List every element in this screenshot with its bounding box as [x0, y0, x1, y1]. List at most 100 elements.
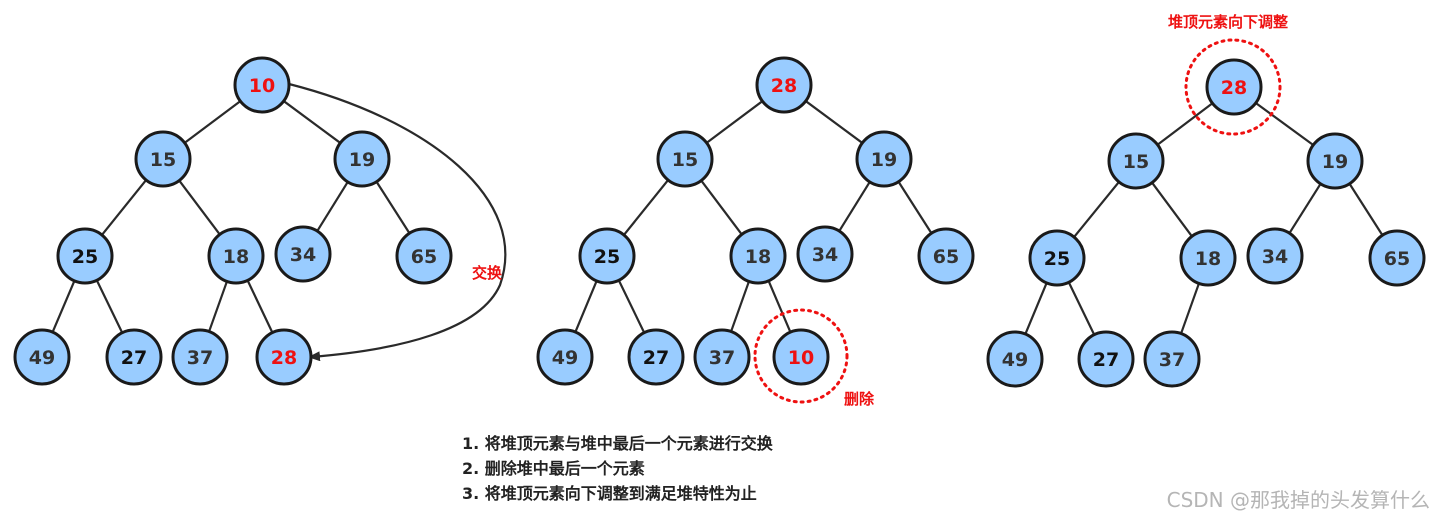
tree-before-swap-edge-7 — [51, 280, 76, 333]
node-value: 49 — [29, 347, 55, 369]
node-value: 18 — [223, 246, 249, 268]
tree-after-swap-node-27: 27 — [627, 328, 685, 386]
tree-after-delete-node-49: 49 — [986, 330, 1044, 388]
node-circle — [1077, 330, 1135, 388]
node-value: 28 — [1221, 77, 1247, 99]
node-circle — [1306, 132, 1364, 190]
node-value: 34 — [812, 244, 838, 266]
tree-after-swap-edge-7 — [574, 280, 598, 333]
node-circle — [105, 328, 163, 386]
tree-after-delete-edge-7 — [1024, 282, 1048, 335]
tree-after-swap-edge-1 — [705, 100, 764, 144]
tree-after-delete-node-19: 19 — [1306, 132, 1364, 190]
tree-after-swap-edge-10 — [767, 280, 792, 333]
tree-before-swap-edge-9 — [208, 281, 228, 332]
tree-before-swap-edge-8 — [95, 279, 124, 334]
tree-after-delete-edge-9 — [1180, 283, 1200, 334]
tree-after-delete-node-25: 25 — [1028, 229, 1086, 287]
swap-arrow — [288, 82, 507, 362]
node-value: 18 — [745, 246, 771, 268]
node-value: 65 — [1384, 248, 1410, 270]
tree-before-swap-node-19: 19 — [333, 130, 391, 188]
node-value: 10 — [249, 75, 275, 97]
node-value: 37 — [187, 347, 213, 369]
node-value: 65 — [411, 246, 437, 268]
node-circle — [233, 56, 291, 114]
node-circle — [1179, 229, 1237, 287]
node-circle — [772, 328, 830, 386]
node-value: 19 — [349, 149, 375, 171]
tree-after-swap-node-25: 25 — [578, 227, 636, 285]
node-value: 28 — [271, 347, 297, 369]
tree-after-delete-edge-5 — [1288, 183, 1322, 234]
tree-after-swap-edge-2 — [805, 100, 863, 144]
tree-after-swap-edge-8 — [617, 279, 646, 334]
node-value: 34 — [1262, 246, 1288, 268]
node-value: 27 — [643, 347, 669, 369]
tree-after-swap-node-10: 10 — [772, 328, 830, 386]
tree-after-delete-edge-6 — [1348, 183, 1384, 236]
step-1: 1. 将堆顶元素与堆中最后一个元素进行交换 — [462, 434, 773, 453]
tree-before-swap-edge-1 — [183, 100, 242, 144]
tree-after-swap-node-19: 19 — [855, 130, 913, 188]
node-value: 25 — [1044, 248, 1070, 270]
tree-before-swap-edge-3 — [101, 179, 147, 236]
node-value: 15 — [150, 149, 176, 171]
node-value: 28 — [771, 75, 797, 97]
node-circle — [656, 130, 714, 188]
node-value: 15 — [1123, 151, 1149, 173]
node-value: 49 — [1002, 349, 1028, 371]
node-circle — [1246, 227, 1304, 285]
tree-after-swap-node-49: 49 — [536, 328, 594, 386]
step-2: 2. 删除堆中最后一个元素 — [462, 459, 645, 478]
tree-after-swap-node-18: 18 — [729, 227, 787, 285]
node-value: 49 — [552, 347, 578, 369]
node-value: 25 — [594, 246, 620, 268]
tree-before-swap-node-34: 34 — [274, 225, 332, 283]
node-circle — [333, 130, 391, 188]
node-circle — [755, 56, 813, 114]
tree-after-delete-edge-8 — [1067, 281, 1096, 336]
swap-label: 交换 — [472, 264, 503, 282]
node-value: 27 — [121, 347, 147, 369]
node-value: 18 — [1195, 248, 1221, 270]
node-circle — [536, 328, 594, 386]
tree-after-delete-edge-4 — [1151, 182, 1193, 237]
watermark: CSDN @那我掉的头发算什么 — [1166, 488, 1430, 512]
node-value: 37 — [1159, 349, 1185, 371]
tree-after-swap-node-28: 28 — [755, 56, 813, 114]
node-value: 10 — [788, 347, 814, 369]
tree-after-swap-edge-3 — [623, 179, 669, 236]
node-value: 19 — [871, 149, 897, 171]
tree-before-swap-node-18: 18 — [207, 227, 265, 285]
node-value: 25 — [72, 246, 98, 268]
node-value: 27 — [1093, 349, 1119, 371]
step-list: 1. 将堆顶元素与堆中最后一个元素进行交换 2. 删除堆中最后一个元素 3. 将… — [462, 431, 773, 506]
node-circle — [693, 328, 751, 386]
tree-before-swap-edge-5 — [316, 181, 349, 232]
node-circle — [395, 227, 453, 285]
node-circle — [255, 328, 313, 386]
tree-before-swap-node-15: 15 — [134, 130, 192, 188]
node-value: 19 — [1322, 151, 1348, 173]
node-circle — [1143, 330, 1201, 388]
node-value: 37 — [709, 347, 735, 369]
node-circle — [134, 130, 192, 188]
tree-after-swap-node-65: 65 — [917, 227, 975, 285]
tree-before-swap-node-65: 65 — [395, 227, 453, 285]
delete-dotted-circle — [753, 308, 849, 404]
step-3: 3. 将堆顶元素向下调整到满足堆特性为止 — [462, 484, 757, 503]
tree-before-swap-edge-6 — [375, 181, 411, 234]
node-circle — [1368, 229, 1426, 287]
tree-after-delete-node-34: 34 — [1246, 227, 1304, 285]
tree-after-swap-edge-9 — [730, 281, 750, 332]
delete-label: 删除 — [844, 390, 875, 408]
node-circle — [578, 227, 636, 285]
node-circle — [917, 227, 975, 285]
tree-after-delete-edge-2 — [1255, 102, 1314, 146]
node-value: 15 — [672, 149, 698, 171]
node-circle — [627, 328, 685, 386]
tree-after-swap-node-15: 15 — [656, 130, 714, 188]
tree-after-swap-node-34: 34 — [796, 225, 854, 283]
tree-before-swap-node-27: 27 — [105, 328, 163, 386]
